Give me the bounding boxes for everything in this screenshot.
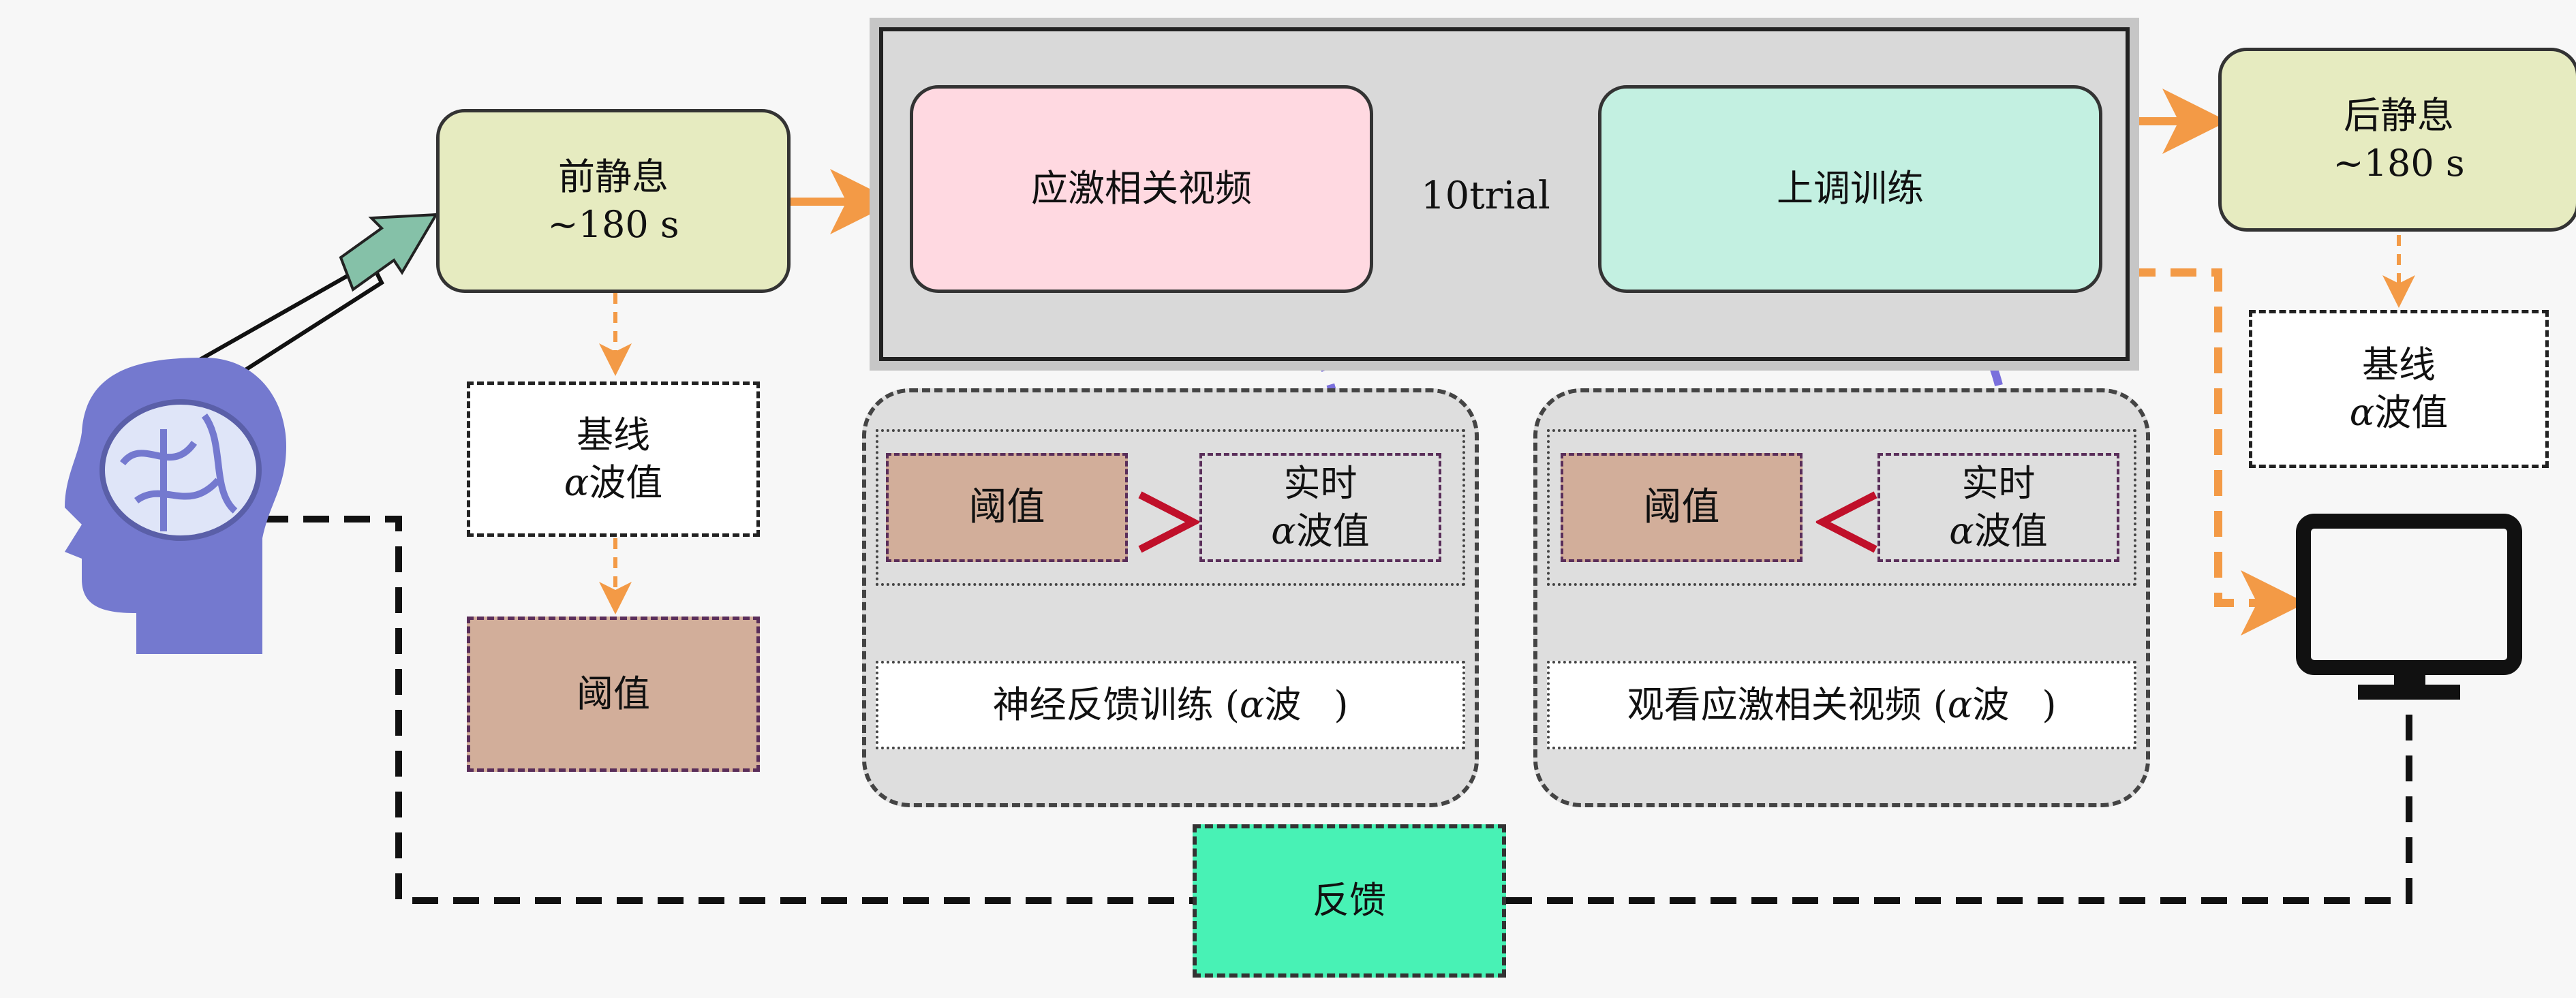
threshold-left-box: 阈值 — [467, 617, 760, 772]
panel-left-realtime-cell: 实时 α波值 — [1199, 453, 1441, 562]
pre-rest-box: 前静息 ~180 s — [436, 109, 791, 293]
panel-right-result-prefix: 观看应激相关视频 ( — [1627, 683, 1948, 726]
panel-left-result-close: ) — [1334, 683, 1349, 726]
baseline-left-text: 波值 — [589, 461, 663, 504]
panel-left-realtime-alpha-line: α波值 — [1271, 508, 1369, 555]
panel-left-threshold-cell: 阈值 — [886, 453, 1128, 562]
baseline-left-box: 基线 α波值 — [467, 381, 760, 537]
threshold-left-label: 阈值 — [577, 672, 650, 715]
panel-left-result-suffix: 波 — [1264, 683, 1302, 726]
panel-right-realtime-text: 波值 — [1974, 510, 2048, 552]
panel-left-greater-than: ＞ — [1131, 481, 1206, 568]
pre-rest-title: 前静息 — [558, 155, 669, 198]
stress-video-box: 应激相关视频 — [910, 85, 1373, 293]
pre-rest-duration: ~180 s — [547, 203, 679, 246]
panel-right-realtime-title: 实时 — [1961, 461, 2036, 505]
feedback-loop-left-wire — [262, 516, 1193, 904]
baseline-right-alpha-line: α波值 — [2350, 389, 2448, 437]
panel-left-result-prefix: 神经反馈训练 ( — [992, 683, 1240, 726]
baseline-right-alpha: α — [2349, 391, 2375, 434]
post-rest-box: 后静息 ~180 s — [2218, 48, 2576, 232]
feedback-box: 反馈 — [1193, 824, 1506, 978]
baseline-right-title: 基线 — [2362, 343, 2436, 386]
panel-right-realtime-alpha: α — [1949, 510, 1974, 552]
panel-left-threshold-label: 阈值 — [968, 484, 1045, 529]
feedback-label: 反馈 — [1313, 879, 1386, 922]
panel-right-realtime-cell: 实时 α波值 — [1877, 453, 2119, 562]
upregulation-box: 上调训练 — [1598, 85, 2102, 293]
signal-arrow — [339, 213, 439, 292]
stress-video-label: 应激相关视频 — [1031, 167, 1252, 210]
panel-left-realtime-title: 实时 — [1283, 461, 1358, 505]
baseline-left-title: 基线 — [577, 413, 650, 456]
trial-count-label: 10trial — [1421, 174, 1550, 218]
monitor-icon — [2296, 514, 2522, 700]
panel-right-threshold-label: 阈值 — [1643, 484, 1720, 529]
baseline-right-text: 波值 — [2374, 391, 2449, 434]
panel-right-result-alpha: α — [1947, 683, 1973, 726]
panel-left-result-alpha: α — [1239, 683, 1265, 726]
baseline-left-alpha: α — [564, 461, 589, 504]
arrow-panel-to-monitor — [2130, 268, 2306, 636]
panel-right-threshold-cell: 阈值 — [1561, 453, 1803, 562]
baseline-right-box: 基线 α波值 — [2249, 310, 2549, 468]
post-rest-duration: ~180 s — [2333, 142, 2465, 185]
upregulation-label: 上调训练 — [1777, 167, 1924, 210]
panel-right-realtime-alpha-line: α波值 — [1949, 508, 2047, 555]
panel-right-less-than: ＜ — [1809, 481, 1884, 568]
post-rest-title: 后静息 — [2344, 93, 2454, 137]
panel-left-realtime-alpha: α — [1271, 510, 1296, 552]
feedback-loop-right-wire — [1506, 702, 2412, 904]
panel-left-realtime-text: 波值 — [1295, 510, 1370, 552]
brain-head-icon — [65, 358, 286, 654]
panel-right-result-suffix: 波 — [1972, 683, 2010, 726]
panel-right-result-close: ) — [2042, 683, 2057, 726]
baseline-left-alpha-line: α波值 — [564, 459, 662, 507]
